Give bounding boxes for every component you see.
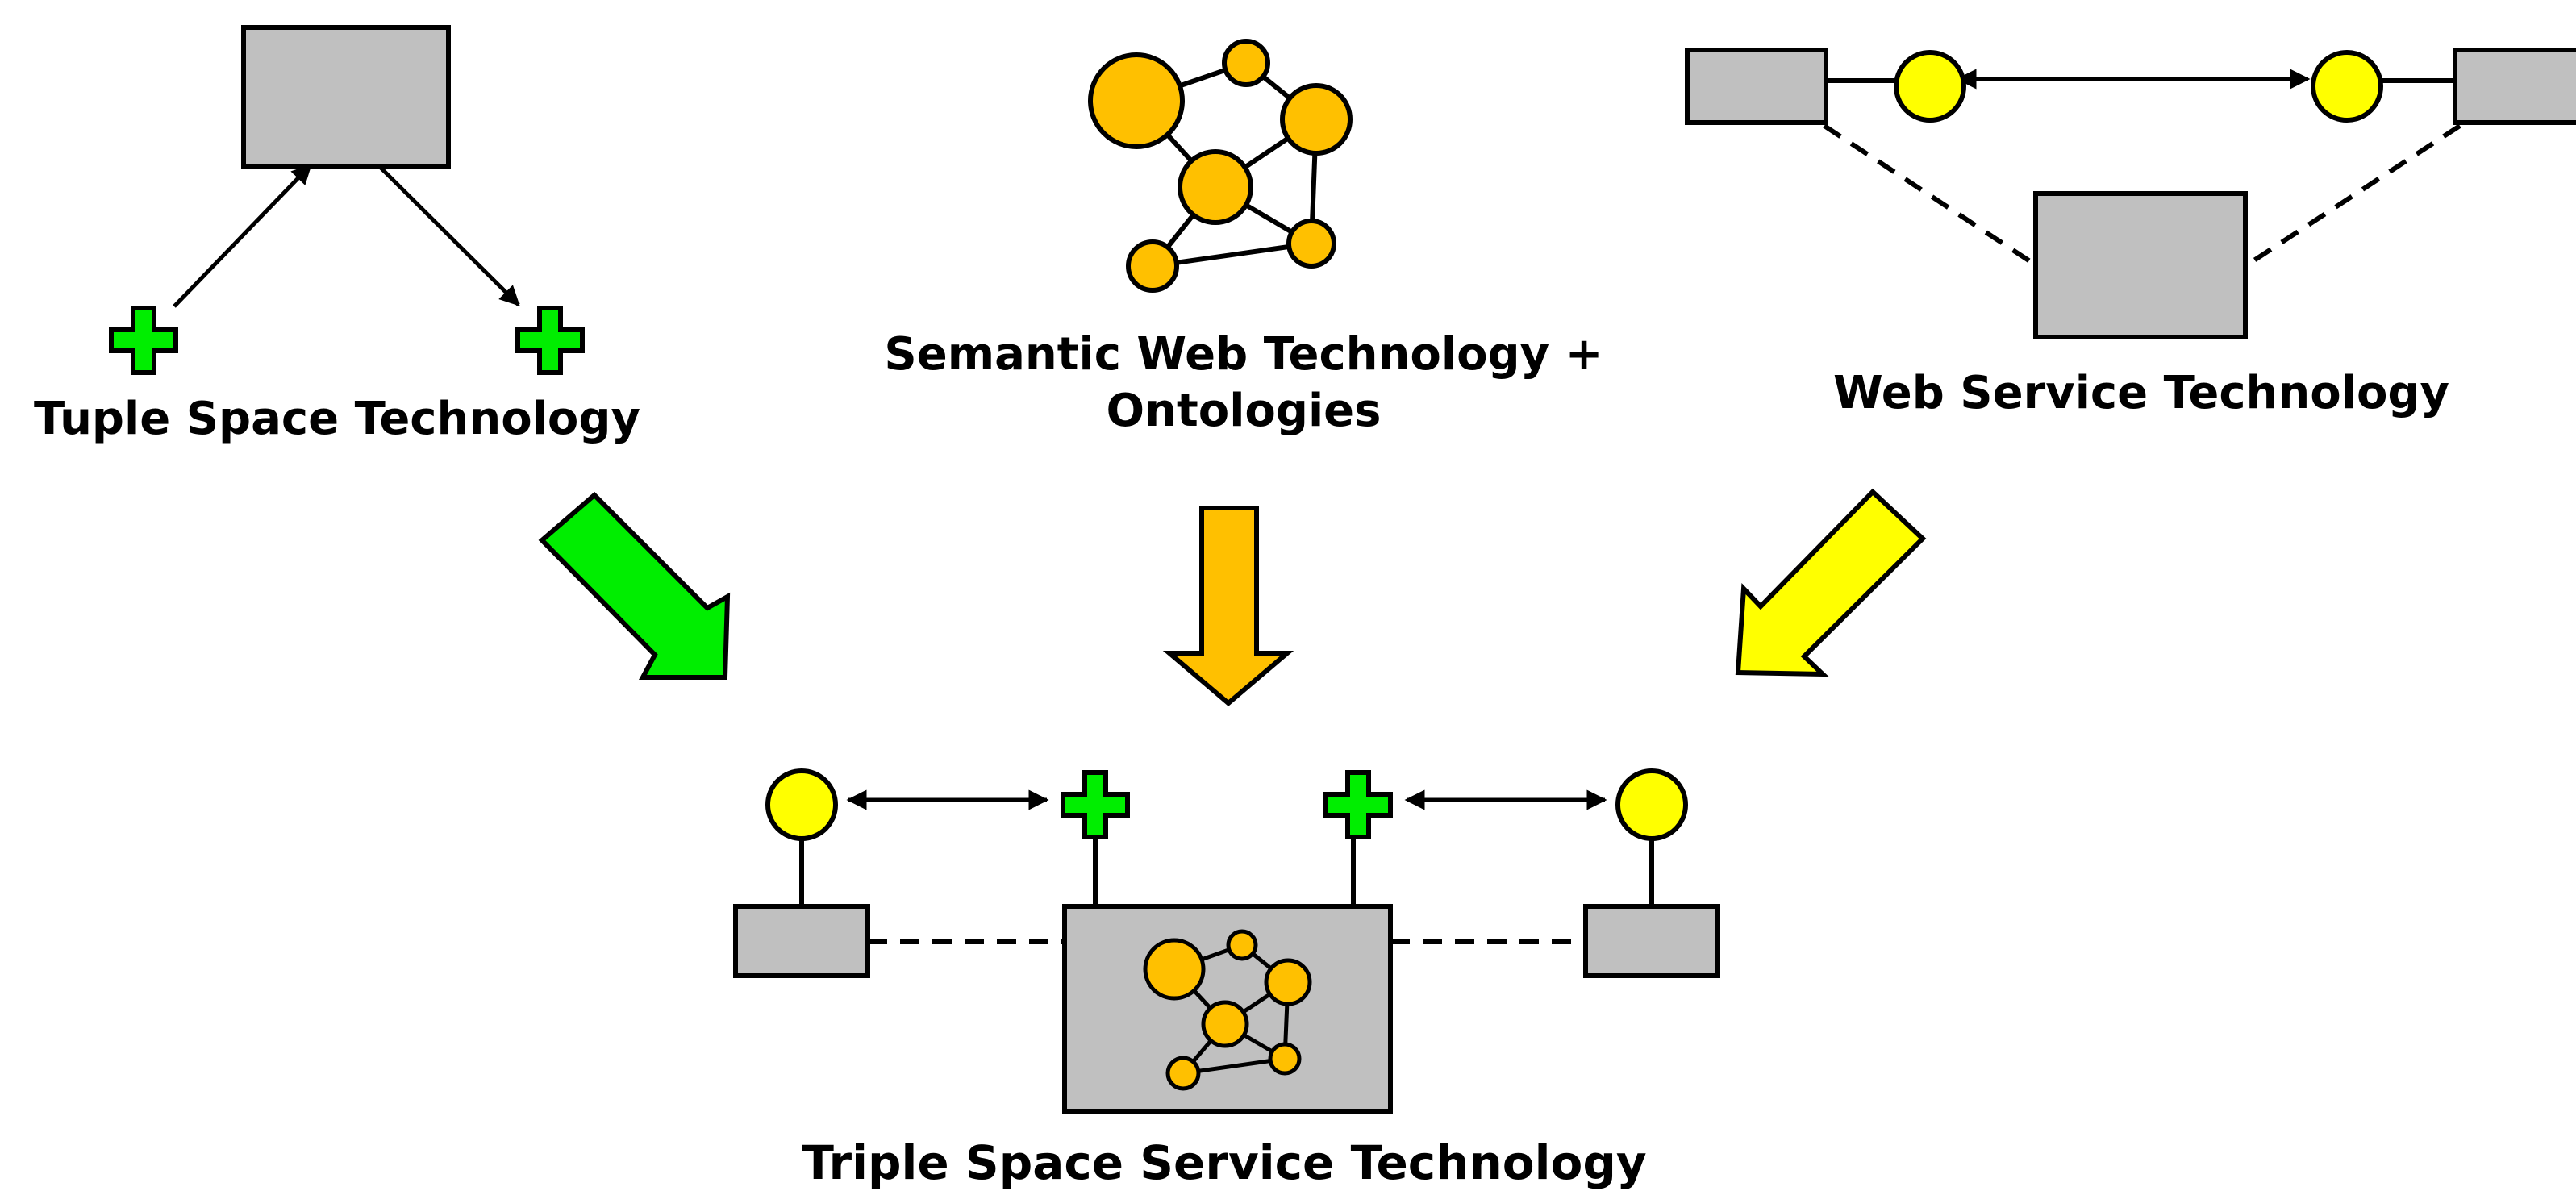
- green-arrow: [538, 491, 731, 680]
- web-service-label: Web Service Technology: [1833, 367, 2449, 419]
- ontology-graph-icon: [1088, 39, 1353, 293]
- yellow-arrow: [1735, 488, 1927, 677]
- semantic-web-label-line2: Ontologies: [1107, 385, 1382, 437]
- service-box-left: [1685, 48, 1828, 125]
- service-registry-box: [2033, 191, 2248, 339]
- tuple-space-box: [241, 25, 451, 169]
- semantic-web-label-line1: Semantic Web Technology +: [884, 328, 1603, 381]
- read-arrow: [379, 166, 520, 306]
- semantic-web-diagram: Semantic Web Technology + Ontologies: [884, 39, 1603, 437]
- service-box-right: [2453, 48, 2576, 125]
- write-arrow: [173, 164, 312, 308]
- convergence-arrows: [538, 488, 1927, 706]
- service-endpoint-left: [1894, 50, 1966, 123]
- tuple-plus-icon-left: [111, 308, 176, 373]
- triple-plus-icon-right: [1326, 772, 1390, 837]
- triple-space-label: Triple Space Service Technology: [802, 1135, 1646, 1190]
- triple-endpoint-right: [1615, 768, 1688, 841]
- triple-client-box-left: [733, 904, 870, 978]
- web-service-diagram: Web Service Technology: [1685, 48, 2576, 419]
- service-endpoint-right: [2311, 50, 2383, 123]
- tuple-space-diagram: Tuple Space Technology: [34, 25, 640, 445]
- triple-ontology-graph-icon: [1143, 929, 1312, 1091]
- triple-client-box-right: [1583, 904, 1720, 978]
- triple-space-diagram: Triple Space Service Technology: [733, 768, 1720, 1190]
- tuple-plus-icon-right: [518, 308, 582, 373]
- triple-plus-icon-left: [1063, 772, 1128, 837]
- triple-endpoint-left: [765, 768, 838, 841]
- tuple-space-label: Tuple Space Technology: [34, 393, 640, 445]
- orange-arrow: [1162, 506, 1294, 706]
